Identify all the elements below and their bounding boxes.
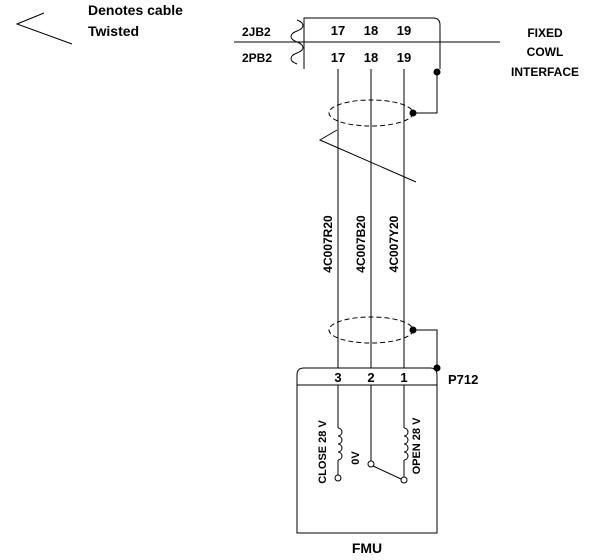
cable-wires: 4C007R20 4C007B20 4C007Y20 — [321, 69, 405, 368]
connector-pin-2: 2 — [367, 370, 374, 385]
legend-line-2: Twisted — [88, 23, 139, 39]
jack-pin-18: 18 — [364, 23, 378, 38]
twisted-cable-symbol-icon — [15, 12, 73, 45]
jack-pin-17: 17 — [331, 23, 345, 38]
legend-line-1: Denotes cable — [88, 2, 183, 18]
interface-connector-box — [303, 17, 441, 69]
switch-link — [372, 465, 402, 480]
fmu-box — [296, 384, 438, 534]
lower-shield — [328, 316, 441, 372]
plug-label: 2PB2 — [242, 51, 272, 65]
plug-pin-18: 18 — [364, 50, 378, 65]
wire-label-y20: 4C007Y20 — [387, 215, 401, 272]
open-terminal — [400, 476, 408, 484]
interface-connector: 2JB2 2PB2 17 18 19 17 18 19 FIXED COWL I… — [234, 17, 579, 79]
plug-pin-19: 19 — [397, 50, 411, 65]
fmu-unit: P712 3 2 1 CLOSE 28 V 0V OPEN 28 V FMU — [296, 367, 478, 556]
lower-shield-ground-dot-bottom — [433, 364, 441, 372]
twisted-cable-symbol-icon — [318, 129, 417, 183]
zero-volt-label: 0V — [350, 451, 362, 465]
interface-label-line-2: COWL — [527, 45, 564, 59]
upper-shield — [318, 68, 441, 183]
close-label: CLOSE 28 V — [317, 420, 329, 484]
legend: Denotes cable Twisted — [15, 2, 183, 45]
jack-plug-separator-icon — [290, 19, 304, 65]
fmu-label: FMU — [352, 540, 382, 556]
interface-label-line-1: FIXED — [527, 26, 563, 40]
wire-label-b20: 4C007B20 — [354, 215, 368, 273]
connector-label: P712 — [448, 372, 478, 387]
interface-label-line-3: INTERFACE — [511, 65, 579, 79]
connector-pin-3: 3 — [334, 370, 341, 385]
coil-icon — [403, 427, 409, 461]
plug-pin-17: 17 — [331, 50, 345, 65]
open-label: OPEN 28 V — [411, 417, 423, 475]
connector-pin-1: 1 — [400, 370, 407, 385]
jack-pin-19: 19 — [397, 23, 411, 38]
upper-shield-drain-wire — [413, 72, 438, 114]
wire-label-r20: 4C007R20 — [321, 215, 335, 273]
close-terminal — [334, 474, 342, 482]
upper-shield-ground-dot-top — [433, 68, 441, 76]
coil-icon — [337, 427, 343, 461]
lower-shield-drain-wire — [413, 329, 438, 368]
jack-label: 2JB2 — [242, 25, 271, 39]
p712-connector-header — [296, 367, 438, 385]
zero-volt-terminal — [367, 460, 375, 468]
